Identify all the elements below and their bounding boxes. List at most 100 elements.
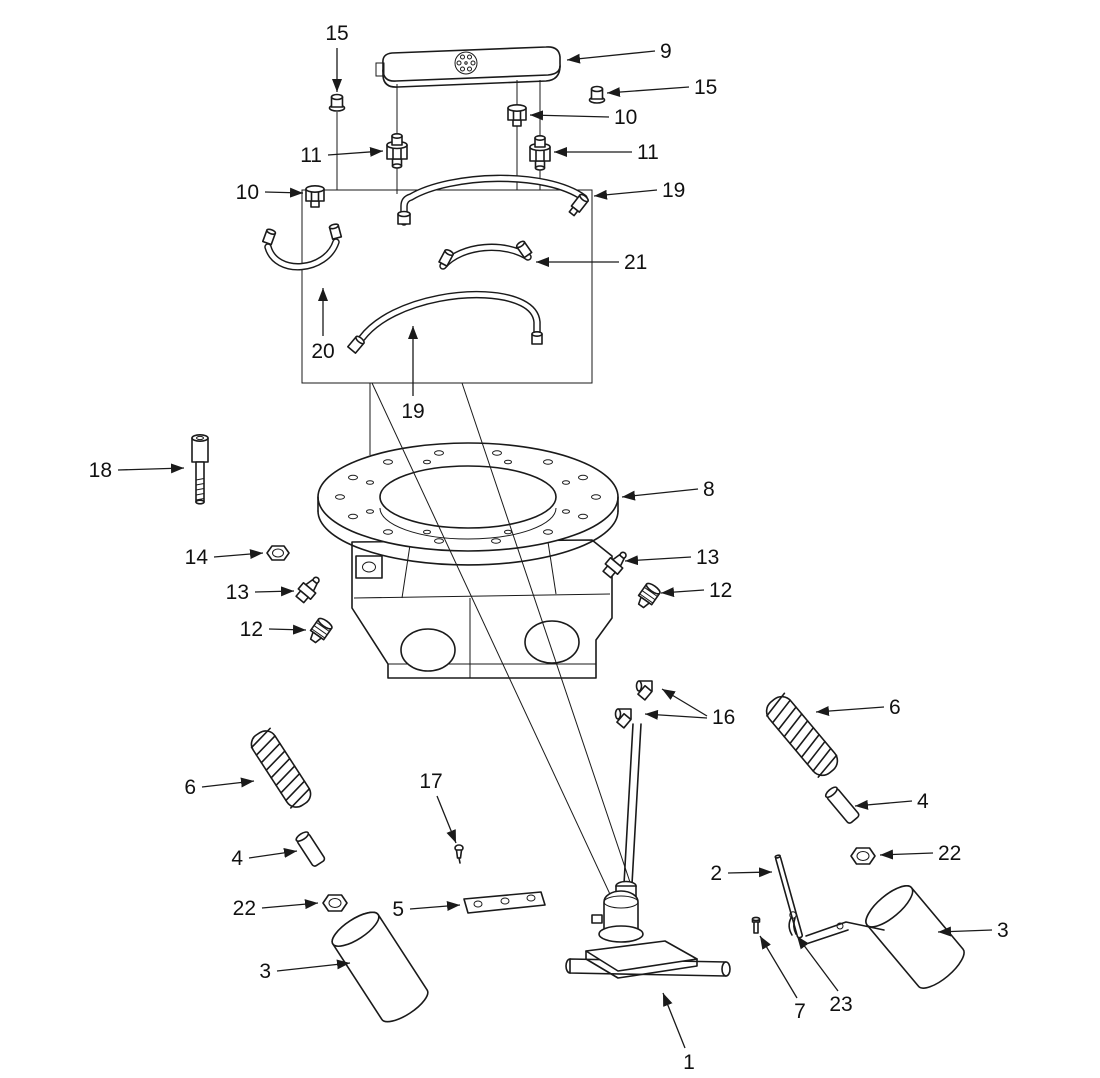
callout-12-right: 12: [709, 579, 732, 602]
leader-6-right: [815, 706, 885, 717]
leader-12-right: [660, 587, 705, 598]
callout-5: 5: [392, 898, 404, 921]
callout-4-right: 4: [917, 790, 929, 813]
callout-2: 2: [710, 862, 722, 885]
leader-8: [621, 488, 699, 501]
part-top-plate: [375, 46, 561, 88]
part-fitting-11-right: [529, 134, 551, 171]
callout-22-right: 22: [938, 842, 961, 865]
callout-labels: 15 9 15 10 11 11 10 19 21 20 19 18 8 14 …: [89, 22, 1009, 1074]
part-hose-19-top: [397, 174, 589, 226]
part-fitting-10-top: [507, 104, 527, 127]
callout-10-top: 10: [614, 106, 637, 129]
callout-7: 7: [794, 1000, 806, 1023]
part-nut-22-right: [850, 847, 876, 865]
part-hose-20: [261, 223, 343, 271]
part-bolt-15-right: [588, 85, 606, 104]
callout-22-left: 22: [233, 897, 256, 920]
leader-22-right: [879, 849, 934, 860]
leader-18: [117, 463, 185, 474]
part-screw-17: [454, 844, 464, 864]
callout-8: 8: [703, 478, 715, 501]
leader-16-b: [644, 709, 708, 720]
leader-13-right: [624, 555, 692, 566]
part-bracket-5: [463, 891, 546, 914]
part-roller-3-right: [865, 885, 965, 989]
callout-15-right: 15: [694, 76, 717, 99]
leader-10-top: [529, 110, 610, 121]
leader-14: [213, 549, 264, 560]
callout-14: 14: [185, 546, 209, 569]
callout-19-top: 19: [662, 179, 685, 202]
callout-20: 20: [311, 340, 334, 363]
part-grease-fitting-13-left: [295, 576, 320, 604]
part-plug-12-left: [309, 617, 333, 644]
leader-9: [566, 50, 656, 64]
leader-2: [727, 867, 773, 878]
part-hose-19-mid: [347, 290, 543, 354]
ring-bolt-holes-inner: [366, 459, 570, 535]
part-pin-7: [751, 916, 761, 934]
callout-3-right: 3: [997, 919, 1009, 942]
callout-15-top: 15: [325, 22, 348, 45]
part-bushing-4-left: [295, 831, 326, 867]
part-clevis-arm: [805, 921, 885, 945]
callout-4-left: 4: [231, 847, 243, 870]
leader-lines: [117, 48, 993, 1049]
callout-9: 9: [660, 40, 672, 63]
projection-lines: [369, 382, 637, 906]
leader-6-left: [201, 777, 255, 788]
part-slewing-ring: [317, 442, 619, 566]
callout-10-left: 10: [236, 181, 259, 204]
part-roller-3-left: [331, 911, 429, 1023]
leader-10-left: [264, 187, 304, 198]
leader-17: [436, 795, 457, 844]
part-cap-screw-18: [191, 434, 209, 505]
leader-5: [409, 901, 461, 912]
part-bushing-4-right: [824, 786, 860, 824]
part-link-rod: [615, 723, 642, 904]
callout-6-right: 6: [889, 696, 901, 719]
part-elbow-16-lower: [614, 708, 632, 729]
callout-13-right: 13: [696, 546, 719, 569]
part-cotter-pin-23: [788, 911, 797, 936]
part-base-assembly-1: [565, 890, 731, 979]
construction-lines: [301, 80, 593, 384]
group-box: [301, 189, 593, 384]
leader-22-left: [261, 899, 319, 910]
housing-side-tab: [355, 555, 383, 579]
part-nut-22-left: [322, 894, 348, 912]
part-bolt-15-left: [328, 93, 346, 112]
leader-1: [662, 992, 686, 1049]
callout-6-left: 6: [184, 776, 196, 799]
leader-3-right: [937, 926, 993, 937]
callout-11-right: 11: [637, 141, 659, 164]
part-fitting-11-left: [386, 132, 408, 169]
leader-4-left: [248, 847, 298, 859]
callout-16: 16: [712, 706, 735, 729]
leader-23: [796, 935, 839, 992]
leader-3-left: [276, 959, 351, 972]
leader-7: [759, 935, 798, 999]
callout-13-left: 13: [226, 581, 249, 604]
leader-11-left: [327, 146, 384, 157]
callout-21: 21: [624, 251, 647, 274]
part-spring-6-right: [765, 692, 839, 778]
ring-bolt-holes-outer: [335, 450, 601, 544]
callout-19-mid: 19: [401, 400, 424, 423]
callout-23: 23: [829, 993, 852, 1016]
leader-13-left: [254, 586, 295, 597]
callout-17: 17: [419, 770, 442, 793]
part-fitting-10-left: [305, 185, 325, 208]
part-spring-6-left: [250, 727, 312, 809]
leader-16-a: [661, 688, 708, 717]
leader-19-top: [593, 189, 658, 200]
leader-12-left: [268, 624, 307, 635]
leader-4-right: [854, 799, 913, 810]
part-housing-body: [351, 539, 613, 679]
callout-1: 1: [683, 1051, 695, 1074]
part-hose-21: [438, 240, 533, 270]
callout-12-left: 12: [240, 618, 263, 641]
